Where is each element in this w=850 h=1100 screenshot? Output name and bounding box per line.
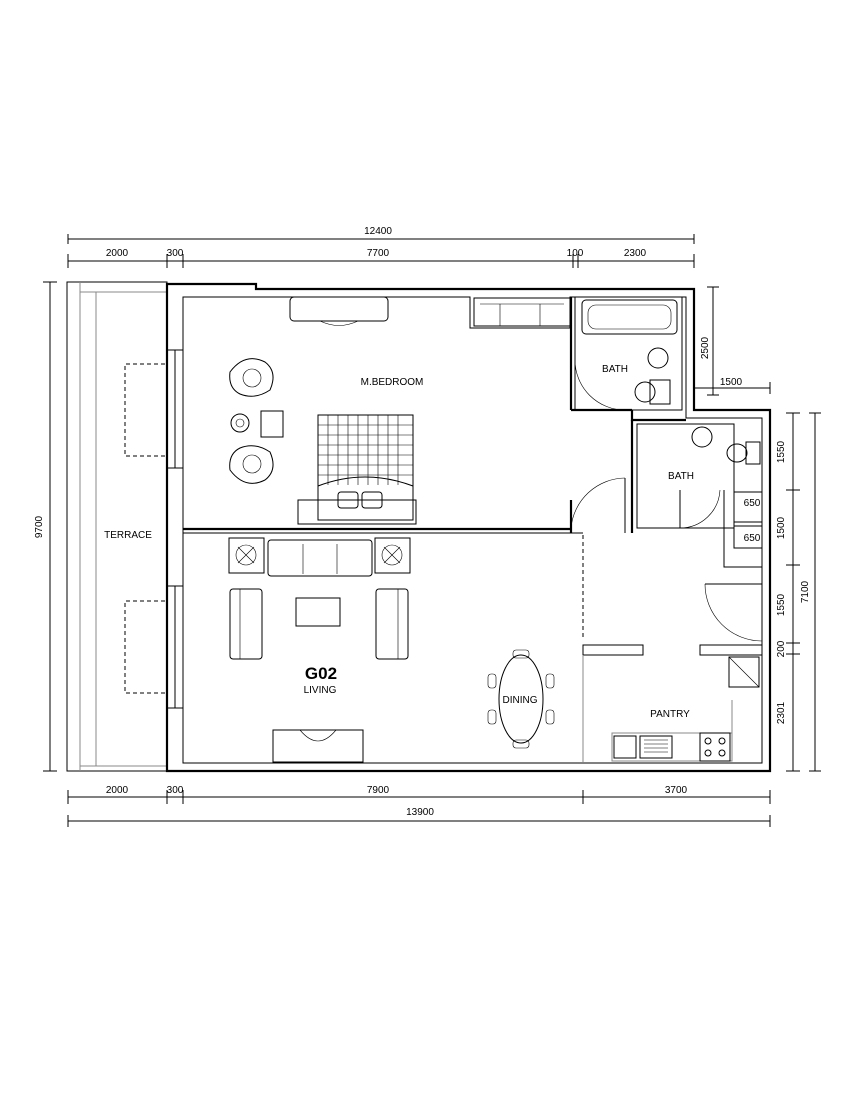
dim-right-step: 1500 (720, 377, 743, 388)
dim-bottom-seg-3: 7900 (367, 785, 390, 796)
armchair (229, 445, 274, 484)
dim-small-box-2: 650 (744, 533, 761, 544)
room-label-bath-2: BATH (668, 471, 694, 482)
room-label-terrace: TERRACE (104, 530, 152, 541)
dim-bottom-seg-4: 3700 (665, 785, 688, 796)
armchair (229, 358, 274, 397)
bath-2-fixtures (691, 426, 761, 465)
dim-right-seg-4: 200 (776, 640, 787, 657)
dim-bottom-seg-1: 2000 (106, 785, 129, 796)
exterior-walls (165, 282, 772, 773)
dim-top-seg-4: 100 (567, 248, 584, 259)
dimension-labels: 12400 2000 300 7700 100 2300 2000 300 79… (34, 226, 811, 818)
bedroom-furniture (229, 296, 571, 525)
dim-bottom-seg-2: 300 (167, 785, 184, 796)
dimension-lines (43, 234, 821, 827)
unit-code: G02 (305, 664, 337, 683)
side-table (230, 413, 250, 433)
dim-small-box-1: 650 (744, 498, 761, 509)
dim-right-seg-1: 1550 (776, 440, 787, 463)
dim-top-seg-3: 7700 (367, 248, 390, 259)
doors (570, 359, 763, 642)
sink (639, 735, 673, 759)
bench (260, 410, 284, 438)
room-label-dining: DINING (503, 695, 538, 706)
dim-right-total: 7100 (800, 580, 811, 603)
dining-table (487, 649, 555, 749)
room-label-master-bedroom: M.BEDROOM (361, 377, 424, 388)
living-furniture (228, 537, 555, 763)
dim-right-upper: 2500 (700, 336, 711, 359)
dim-left-total: 9700 (34, 515, 45, 538)
dim-bottom-total: 13900 (406, 807, 434, 818)
bed (297, 414, 417, 525)
stove (699, 732, 731, 762)
dim-top-seg-1: 2000 (106, 248, 129, 259)
terrace-area (66, 281, 168, 772)
room-label-living: LIVING (304, 685, 337, 696)
dim-right-seg-5: 2301 (776, 701, 787, 724)
dim-top-seg-2: 300 (167, 248, 184, 259)
dim-right-seg-2: 1500 (776, 516, 787, 539)
room-label-bath-1: BATH (602, 364, 628, 375)
dim-top-seg-5: 2300 (624, 248, 647, 259)
interior-walls (183, 296, 763, 762)
dim-top-total: 12400 (364, 226, 392, 237)
room-label-pantry: PANTRY (650, 709, 690, 720)
bath-1-fixtures (581, 299, 678, 405)
dim-right-seg-3: 1550 (776, 593, 787, 616)
room-labels: M.BEDROOM BATH BATH TERRACE G02 LIVING D… (104, 364, 694, 720)
